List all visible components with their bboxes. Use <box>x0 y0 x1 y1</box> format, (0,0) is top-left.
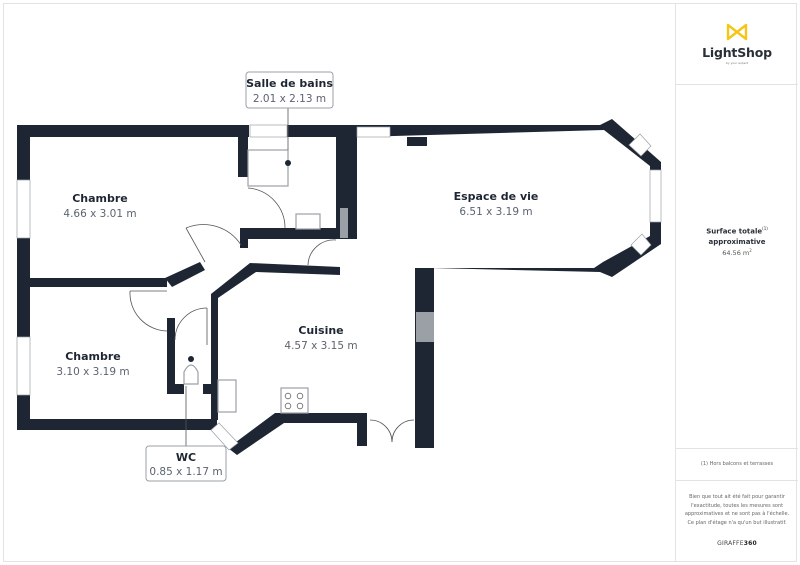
room-dims-espace-de-vie: 6.51 x 3.19 m <box>459 206 532 218</box>
wall-opening-grey <box>340 208 348 238</box>
walls <box>17 119 661 455</box>
brand-logo-section: LightShop by your expert <box>676 3 798 85</box>
stove-icon <box>280 387 309 414</box>
room-name-chambre-1: Chambre <box>72 192 128 205</box>
info-sidebar: LightShop by your expert Surface totale(… <box>675 3 798 562</box>
disclaimer-section: Bien que tout ait été fait pour garantir… <box>676 481 798 562</box>
footnote-section: (1) Hors balcons et terrasses <box>676 449 798 481</box>
shower-icon <box>247 149 289 187</box>
shower-head-icon <box>285 160 291 166</box>
giraffe360-brand: GIRAFFE360 <box>717 540 757 547</box>
room-name-chambre-2: Chambre <box>65 350 121 363</box>
page-frame <box>3 3 797 562</box>
callout-wc: WC 0.85 x 1.17 m <box>145 386 227 482</box>
surface-value: 64.56 m2 <box>722 248 752 258</box>
callout-dims-salle-de-bains: 2.01 x 2.13 m <box>253 93 326 105</box>
window-chambre-2 <box>16 336 31 396</box>
door-wc <box>174 307 208 341</box>
door-kitchen-right <box>391 419 415 443</box>
floor-plan: Chambre 4.66 x 3.01 m Espace de vie 6.51… <box>16 71 662 482</box>
door-bathroom <box>247 187 286 229</box>
callout-dims-wc: 0.85 x 1.17 m <box>149 466 222 478</box>
room-dims-cuisine: 4.57 x 3.15 m <box>284 340 357 352</box>
disclaimer-text: Bien que tout ait été fait pour garantir… <box>684 494 790 526</box>
room-labels: Chambre 4.66 x 3.01 m Espace de vie 6.51… <box>56 190 538 378</box>
door-chambre-2 <box>129 290 168 332</box>
doors <box>129 187 415 443</box>
window-kitchen-corner <box>210 422 239 451</box>
toilet-icon <box>183 364 199 385</box>
callout-name-wc: WC <box>176 451 196 464</box>
window-bay-center <box>649 169 662 223</box>
surface-title: Surface totale(1) approximative <box>706 226 768 247</box>
window-bathroom <box>249 124 288 138</box>
footnote-text: (1) Hors balcons et terrasses <box>700 461 774 467</box>
callout-salle-de-bains: Salle de bains 2.01 x 2.13 m <box>245 71 334 150</box>
surface-section: Surface totale(1) approximative 64.56 m2 <box>676 85 798 449</box>
logo-text: LightShop <box>702 45 772 60</box>
room-dims-chambre-1: 4.66 x 3.01 m <box>63 208 136 220</box>
windows <box>16 124 662 451</box>
door-chambre-1 <box>185 224 242 246</box>
window-bay-bottom <box>630 233 652 256</box>
callout-name-salle-de-bains: Salle de bains <box>246 77 333 90</box>
door-hall <box>307 239 337 266</box>
door-kitchen-left <box>369 419 393 443</box>
room-name-espace-de-vie: Espace de vie <box>454 190 539 203</box>
kitchen-sink-icon <box>217 379 237 413</box>
window-bay-top <box>628 133 652 157</box>
window-chambre-1 <box>16 179 31 239</box>
fixtures <box>183 149 321 414</box>
room-dims-chambre-2: 3.10 x 3.19 m <box>56 366 129 378</box>
wall-opening-grey-2 <box>416 312 434 342</box>
lightshop-logo-icon <box>726 23 748 41</box>
sink-icon <box>295 213 321 230</box>
window-living-top <box>356 126 391 138</box>
room-name-cuisine: Cuisine <box>298 324 343 337</box>
logo-tagline: by your expert <box>725 61 749 65</box>
